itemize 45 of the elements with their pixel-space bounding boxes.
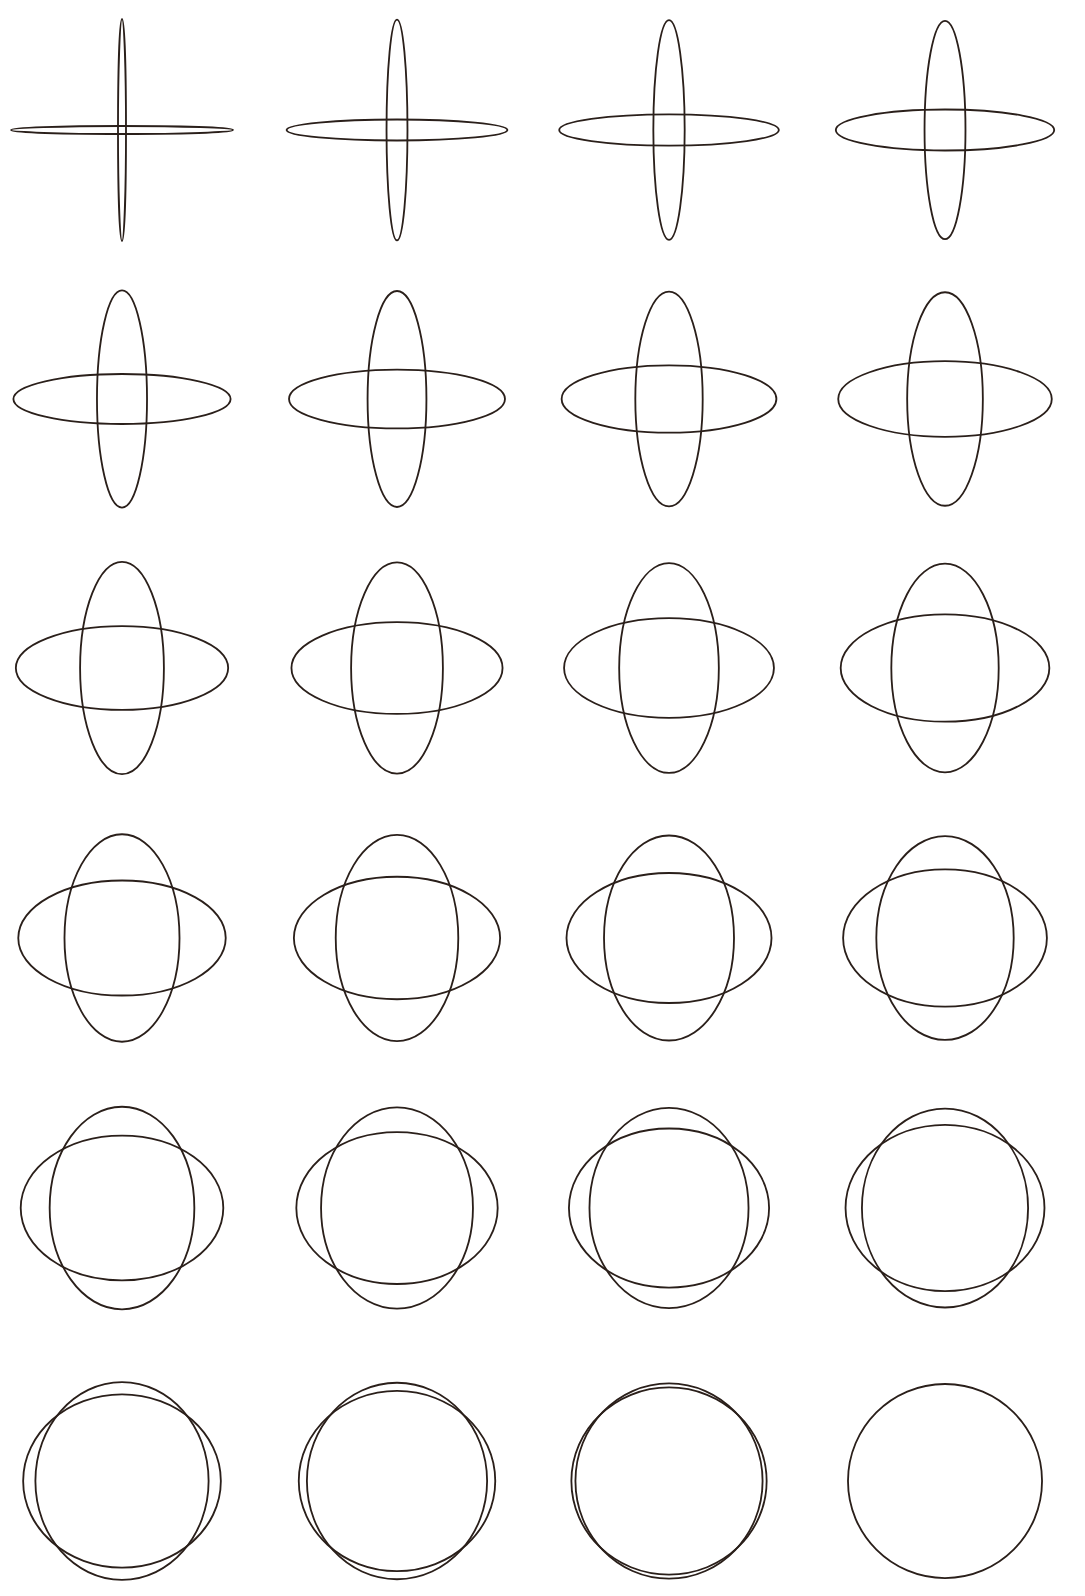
ellipse [48,1105,196,1311]
ellipse [117,18,127,242]
ellipse [306,1381,489,1581]
ellipse [17,879,227,997]
ellipse [652,19,686,241]
ellipse [96,289,148,509]
ellipse [22,1393,222,1569]
ellipse [844,1124,1046,1292]
ellipse [290,621,504,715]
circle [847,1383,1043,1579]
ellipse [923,19,967,241]
ellipse [285,118,509,142]
ellipse [839,613,1051,723]
ellipse [350,561,444,775]
ellipse [588,1107,750,1309]
ellipse [560,364,778,434]
ellipse [19,1134,225,1282]
ellipse [297,1390,497,1573]
ellipse [563,617,775,719]
ellipse [906,291,984,507]
ellipse [295,1131,499,1285]
ellipse [568,1127,770,1289]
ellipse [14,625,230,711]
ellipse [10,125,234,135]
ellipse [842,868,1048,1008]
ellipse [366,290,428,508]
ellipse [63,833,181,1043]
ellipse [837,360,1053,438]
ellipse [875,835,1015,1041]
ellipse [334,833,460,1043]
ellipse [861,1107,1029,1309]
ellipse [603,834,735,1042]
ellipse [565,872,773,1004]
ellipse [320,1106,474,1310]
ellipse [834,108,1056,152]
ellipse [890,562,1000,774]
ellipse [634,290,704,508]
ellipse [79,560,165,776]
ellipse [618,562,720,774]
ellipse [385,18,409,242]
ellipse [34,1381,210,1581]
ellipse [292,875,502,1001]
ellipse [558,113,780,147]
ellipse [12,373,232,425]
ellipse [288,368,506,430]
